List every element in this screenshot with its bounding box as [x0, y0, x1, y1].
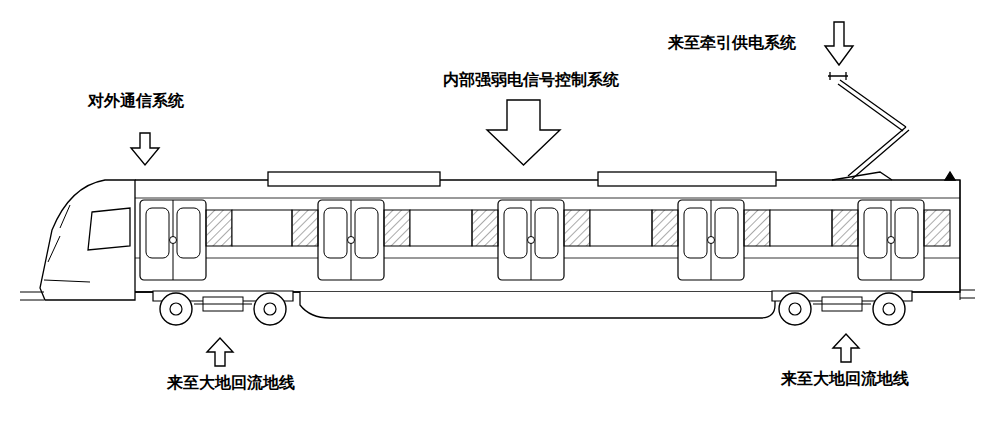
door	[678, 200, 744, 280]
up-arrow	[833, 334, 859, 362]
callout-label: 对外通信系统	[88, 91, 184, 110]
down-arrow	[131, 133, 159, 165]
bogies	[153, 291, 912, 325]
callout-label: 来至牵引供电系统	[668, 33, 796, 52]
bogie	[772, 291, 912, 325]
pantograph	[828, 72, 909, 180]
door	[318, 200, 384, 280]
arrows	[131, 22, 859, 366]
door	[140, 200, 206, 280]
door	[858, 200, 924, 280]
callout-label: 来至大地回流地线	[781, 369, 909, 388]
windows	[206, 210, 950, 246]
callout-label: 来至大地回流地线	[167, 373, 295, 392]
down-arrow	[487, 100, 560, 165]
doors	[140, 200, 924, 280]
up-arrow	[207, 338, 233, 366]
callout-label: 内部强弱电信号控制系统	[443, 70, 619, 89]
down-arrow	[825, 22, 853, 65]
bogie	[153, 291, 293, 325]
door	[498, 200, 564, 280]
